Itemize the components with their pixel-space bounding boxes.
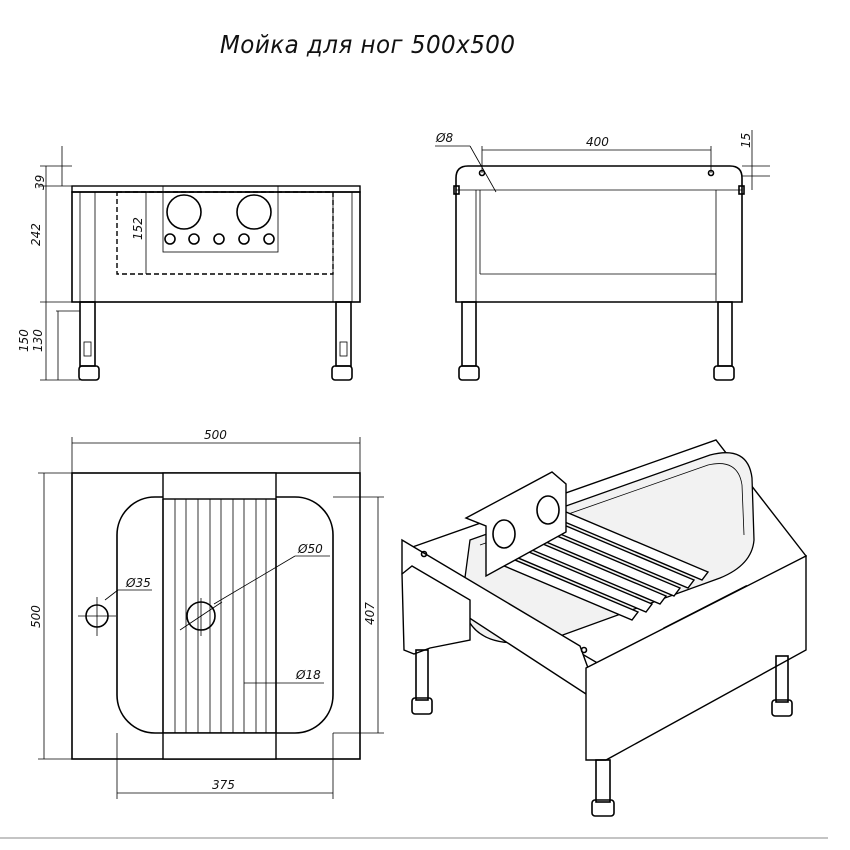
top-grate-end-top — [162, 472, 277, 500]
iso-leg-3 — [595, 759, 611, 803]
iso-grate — [488, 511, 710, 621]
front-hole-left — [166, 194, 202, 230]
front-view: 152 39 242 150 130 — [17, 146, 361, 381]
top-basin — [116, 496, 334, 734]
dim-39: 39 — [33, 175, 47, 190]
iso-end-plate — [464, 471, 567, 578]
front-hidden-tub — [116, 191, 334, 275]
drawing-title: Мойка для ног 500х500 — [220, 30, 516, 59]
side-view: 400 Ø8 15 — [435, 130, 770, 381]
dim-d35: Ø35 — [125, 576, 151, 590]
top-view: Ø35 Ø50 Ø18 500 500 407 375 — [29, 428, 384, 799]
side-body — [455, 165, 743, 303]
dim-130: 130 — [31, 329, 45, 352]
dim-150: 150 — [17, 329, 31, 352]
side-leg-right — [717, 301, 733, 367]
iso-leg-1 — [415, 649, 429, 701]
top-grate-bars — [162, 499, 277, 733]
dim-500-width: 500 — [204, 428, 227, 442]
dim-d50: Ø50 — [297, 542, 323, 556]
dim-375: 375 — [212, 778, 235, 792]
iso-lower-panel — [401, 565, 471, 655]
front-hole-right — [236, 194, 272, 230]
front-body — [71, 191, 361, 303]
dim-500-height: 500 — [29, 605, 43, 628]
dim-407: 407 — [363, 602, 377, 625]
dim-d8: Ø8 — [435, 131, 453, 145]
front-foot-left — [78, 365, 100, 381]
front-foot-right — [331, 365, 353, 381]
dim-400: 400 — [586, 135, 609, 149]
isometric-view — [401, 439, 808, 817]
dim-d18: Ø18 — [295, 668, 321, 682]
top-grate-end-bottom — [162, 732, 277, 760]
iso-leg-2 — [775, 655, 789, 703]
iso-front-face — [585, 554, 807, 761]
dim-15: 15 — [739, 133, 753, 148]
side-leg-left — [461, 301, 477, 367]
dim-152: 152 — [131, 217, 145, 240]
dim-242: 242 — [29, 223, 43, 246]
front-rim — [71, 185, 361, 193]
